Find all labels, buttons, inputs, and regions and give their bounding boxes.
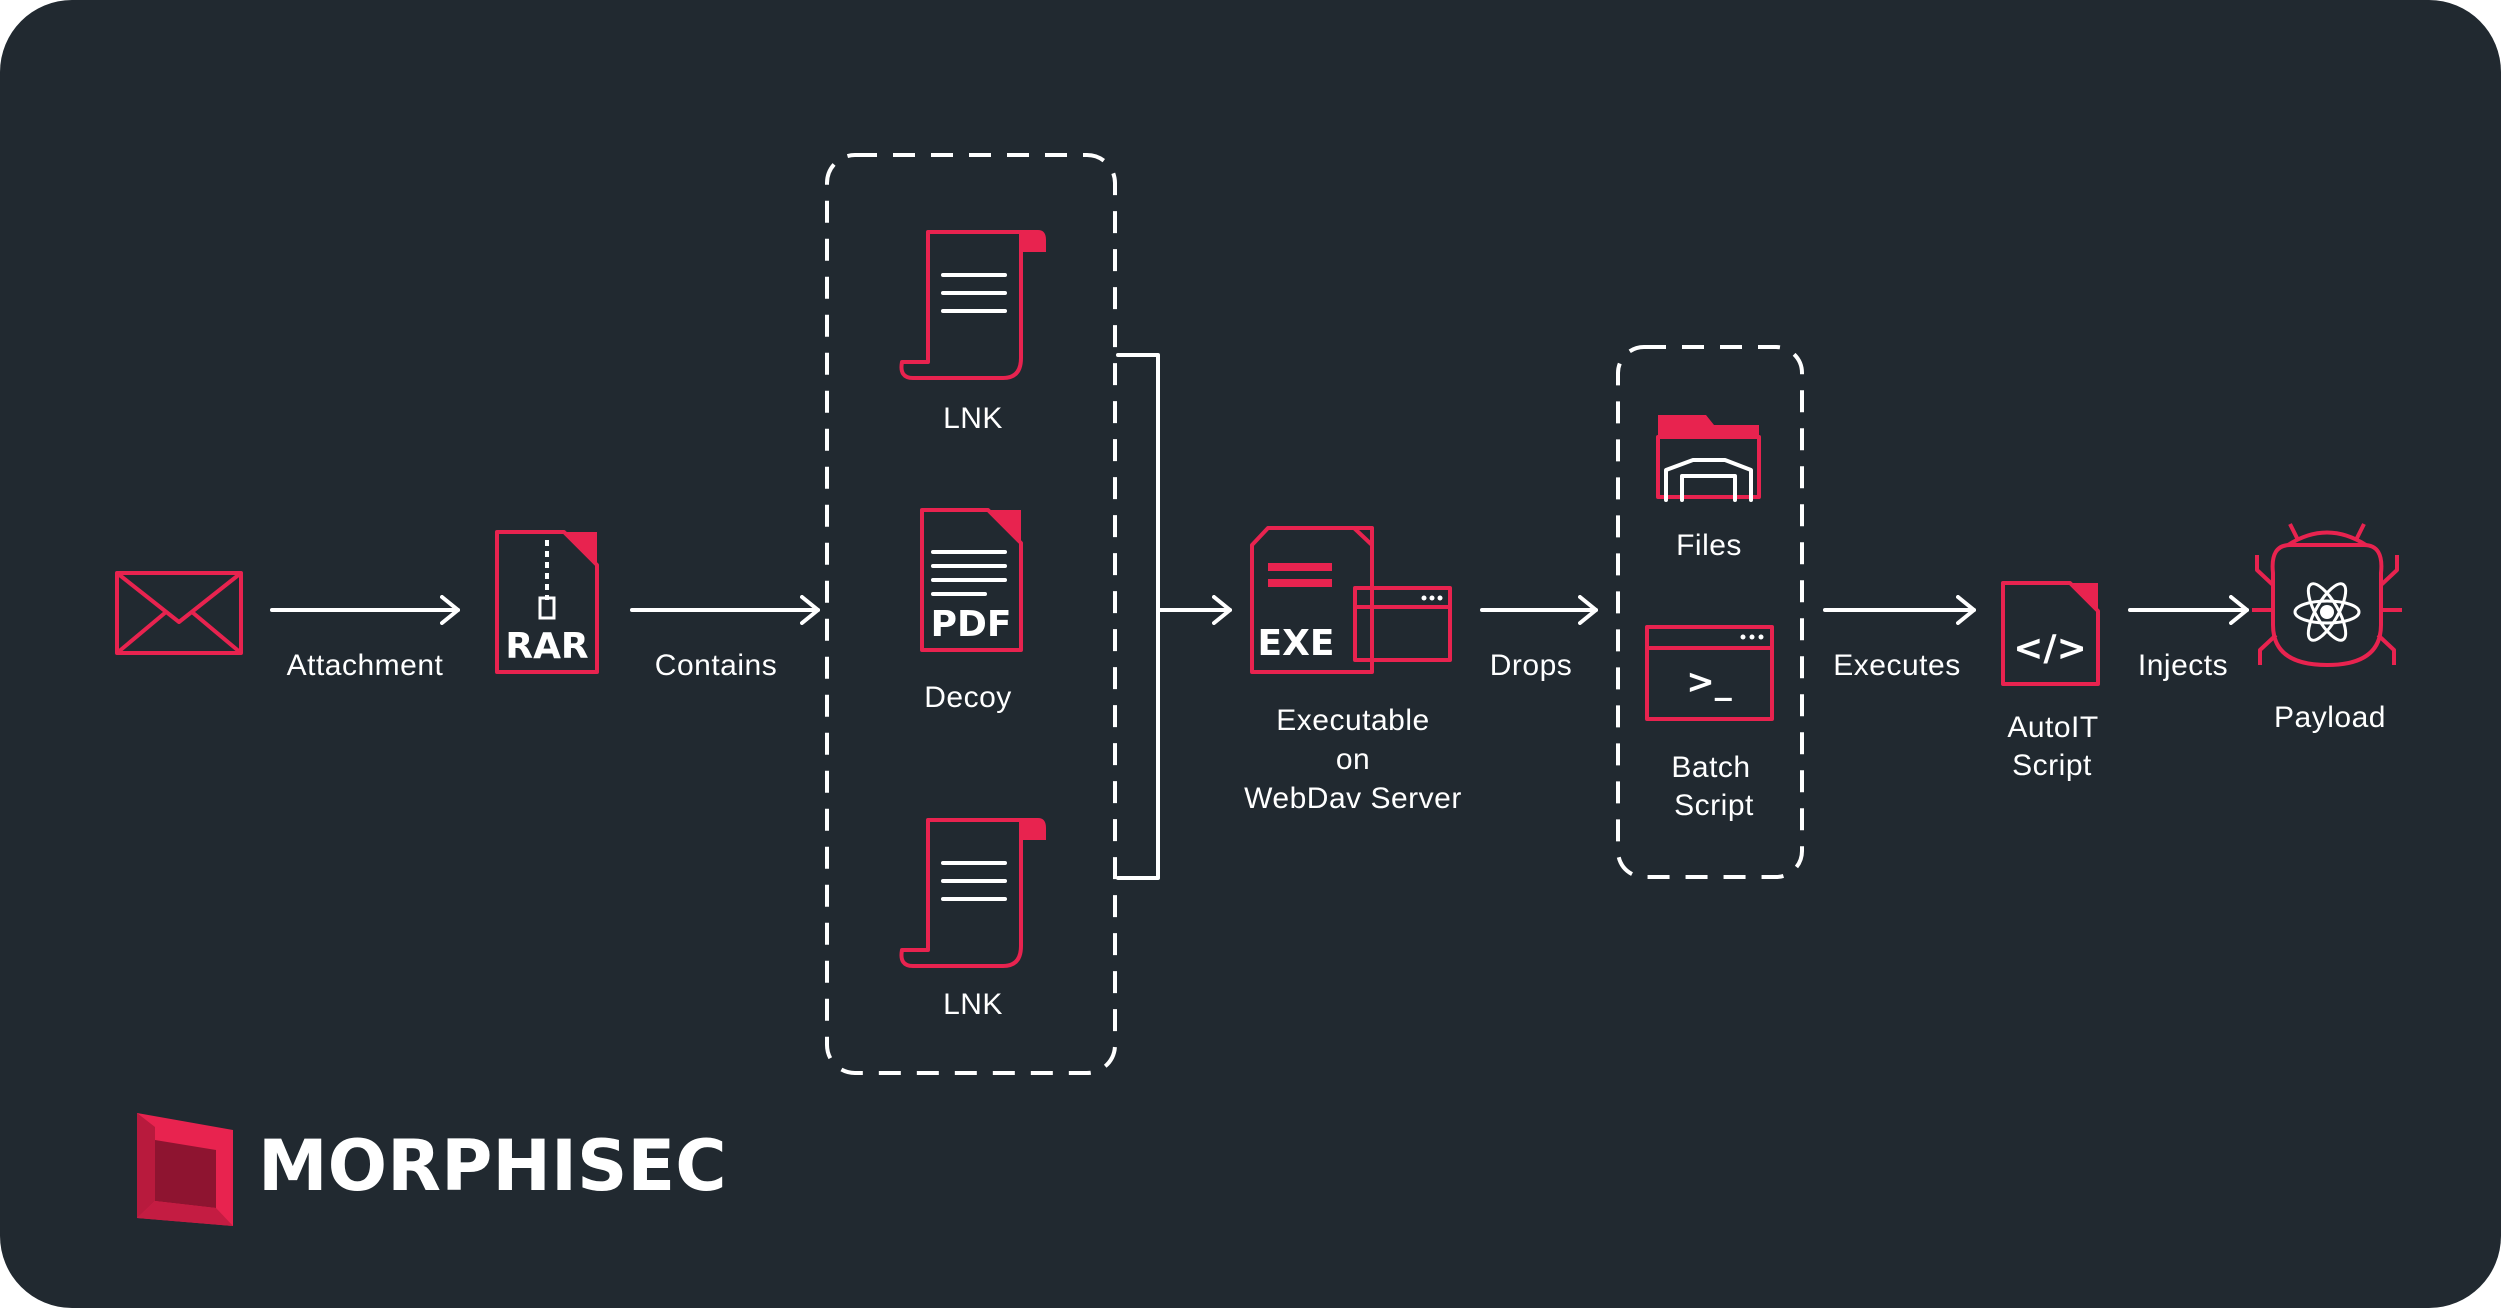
exe-label-line-3: WebDav Server	[1244, 782, 1462, 815]
decoy-label: Decoy	[924, 681, 1012, 714]
autoit-label-line-1: AutoIT	[2007, 711, 2098, 744]
rar-archive-icon: RAR	[495, 530, 599, 674]
files-label: Files	[1676, 529, 1742, 562]
terminal-window-icon: >_	[1645, 625, 1774, 721]
envelope-icon	[115, 571, 243, 655]
merge-bracket	[1116, 353, 1160, 880]
exe-icon-text: EXE	[1258, 623, 1335, 664]
edge-label-injects: Injects	[2138, 649, 2228, 682]
lnk-top-label: LNK	[943, 402, 1003, 435]
exe-label-line-1: Executable	[1276, 704, 1429, 737]
pdf-icon-text: PDF	[931, 604, 1012, 645]
lnk-scroll-icon	[899, 818, 1046, 968]
edge-label-attachment: Attachment	[287, 649, 444, 682]
lnk-scroll-icon	[899, 230, 1046, 380]
morphisec-logo-icon	[137, 1113, 233, 1226]
autoit-icon-text: </>	[2013, 628, 2086, 669]
lnk-bottom-label: LNK	[943, 988, 1003, 1021]
exe-server-icon: EXE	[1250, 526, 1452, 674]
archive-contents-group	[825, 153, 1117, 1075]
payload-label: Payload	[2274, 701, 2386, 734]
edge-label-executes: Executes	[1833, 649, 1960, 682]
edge-label-contains: Contains	[655, 649, 777, 682]
exe-label-line-2: on	[1336, 743, 1370, 776]
dropped-items-group	[1616, 345, 1804, 879]
code-file-icon: </>	[2001, 581, 2100, 686]
malware-bug-icon	[2252, 523, 2402, 667]
autoit-label-line-2: Script	[2012, 749, 2092, 782]
edge-label-drops: Drops	[1490, 649, 1573, 682]
batch-label-line-1: Batch	[1671, 751, 1750, 784]
brand-name: MORPHISEC	[258, 1125, 727, 1207]
rar-icon-text: RAR	[505, 626, 588, 667]
batch-label-line-2: Script	[1674, 789, 1754, 822]
batch-icon-text: >_	[1686, 662, 1732, 702]
folder-icon	[1656, 415, 1761, 502]
pdf-document-icon: PDF	[920, 508, 1023, 652]
